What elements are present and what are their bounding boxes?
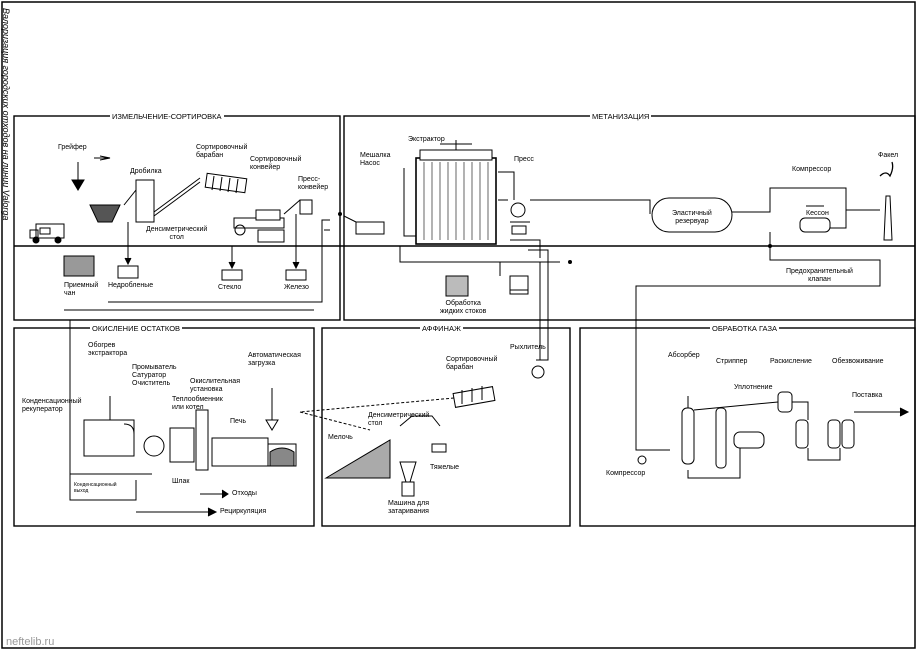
glass-bin (221, 269, 243, 281)
heavy-bin (431, 443, 447, 453)
feed-conveyor-icon (355, 221, 385, 235)
label-caisson: Кессон (806, 210, 829, 217)
label-heat-exchanger: Теплообменник или котел (172, 396, 223, 411)
label-uncrushed: Недробленые (108, 282, 154, 289)
recuperator-icon (83, 396, 135, 457)
grab-icon (71, 155, 111, 191)
label-extractor-heating: Обогрев экстрактора (88, 342, 128, 357)
label-condensing-recuperator: Конденсационный рекуператор (22, 398, 82, 413)
effluent-tanks-icon (445, 275, 529, 297)
press-icon (510, 202, 530, 235)
watermark: neftelib.ru (6, 636, 55, 648)
label-waste: Отходы (232, 490, 257, 497)
receiving-pit-icon (63, 255, 95, 277)
label-furnace: Печь (230, 418, 246, 425)
heat-exchanger-icon (195, 409, 209, 471)
label-slag: Шлак (172, 478, 190, 485)
dehydration-2-icon (827, 419, 841, 449)
label-receiving-pit: Приемный чан (64, 282, 99, 297)
label-delivery: Поставка (852, 392, 883, 399)
press-conveyor-icon (299, 199, 313, 215)
elastic-reservoir-icon (651, 197, 733, 233)
label-absorber: Абсорбер (668, 352, 700, 359)
label-cleaner: Очиститель (132, 380, 171, 387)
label-sorting-drum: Сортировочный барабан (196, 144, 248, 159)
label-heavy: Тяжелые (430, 464, 460, 471)
conveyor-1 (153, 177, 201, 213)
deoxidation-icon (733, 431, 765, 449)
packing-machine-icon (399, 461, 417, 497)
label-press: Пресс (514, 156, 534, 163)
section-refining-title: АФФИНАЖ (420, 324, 463, 333)
densimetric-table-icon (233, 209, 285, 243)
label-safety-valve: Предохранительный клапан (786, 268, 853, 283)
extractor-icon (415, 140, 497, 245)
compaction-icon (777, 391, 793, 413)
label-deoxidation: Раскисление (770, 358, 812, 365)
label-compressor-bottom: Компрессор (606, 470, 646, 477)
flare-icon (879, 161, 894, 241)
label-dehydration: Обезвоживание (832, 358, 884, 365)
compressor-bottom-icon (637, 455, 647, 465)
stripper-icon (715, 407, 727, 469)
label-liquid-effluent: Обработка жидких стоков (440, 300, 487, 315)
section-sorting-title: ИЗМЕЛЬЧЕНИЕ-СОРТИРОВКА (110, 112, 224, 121)
label-refining-drum: Сортировочный барабан (446, 356, 498, 371)
label-washer: Промыватель (132, 364, 177, 371)
loosener-icon (531, 365, 545, 379)
absorber-icon (681, 396, 695, 465)
refining-drum-icon (452, 386, 496, 408)
label-fines: Мелочь (328, 434, 353, 441)
label-elastic-reservoir: Эластичный резервуар (672, 210, 712, 225)
label-compaction: Уплотнение (734, 384, 773, 391)
oxidation-unit-icon (169, 427, 195, 463)
label-flare: Факел (878, 152, 899, 159)
fines-pile-icon (324, 439, 391, 479)
label-loosener: Рыхлитель (510, 344, 546, 351)
uncrushed-bin (117, 265, 139, 279)
label-crusher: Дробилка (130, 168, 162, 175)
caisson-icon (799, 205, 831, 233)
label-extractor: Экстрактор (408, 136, 445, 143)
label-iron: Железо (284, 284, 309, 291)
sorting-conveyor (283, 199, 301, 215)
label-mixer-pump: Мешалка Насос (360, 152, 391, 167)
label-sorting-conveyor: Сортировочный конвейер (250, 156, 302, 171)
section-gas-title: ОБРАБОТКА ГАЗА (710, 324, 779, 333)
label-condensate: Конденсационный выход (74, 482, 117, 494)
truck-icon (29, 223, 65, 244)
label-dens-table-2: Денсиметрический стол (368, 412, 430, 427)
label-recirculation: Рециркуляция (220, 508, 267, 515)
crusher-icon (123, 179, 155, 223)
sorting-drum-icon (204, 172, 248, 194)
label-stripper: Стриппер (716, 358, 748, 365)
auto-loading-icon (265, 419, 279, 431)
label-press-conveyor: Пресс- конвейер (298, 176, 329, 191)
label-packing-machine: Машина для затаривания (388, 500, 429, 515)
label-saturator: Сатуратор (132, 372, 167, 379)
dehydration-1-icon (795, 419, 809, 449)
section-methanization-title: МЕТАНИЗАЦИЯ (590, 112, 652, 121)
label-glass: Стекло (218, 284, 242, 291)
label-auto-loading: Автоматическая загрузка (248, 352, 301, 367)
label-oxidation-unit: Окислительная установка (190, 378, 240, 393)
label-compressor-top: Компрессор (792, 166, 832, 173)
label-densimetric-table: Денсиметрический стол (146, 226, 208, 241)
section-oxidation-title: ОКИСЛЕНИЕ ОСТАТКОВ (90, 324, 183, 333)
label-grab: Грейфер (58, 144, 87, 151)
furnace-icon (211, 437, 297, 467)
iron-bin (285, 269, 307, 281)
fan-icon (143, 435, 165, 457)
hopper-icon (89, 204, 121, 223)
dens-table-2-icon (399, 415, 441, 427)
